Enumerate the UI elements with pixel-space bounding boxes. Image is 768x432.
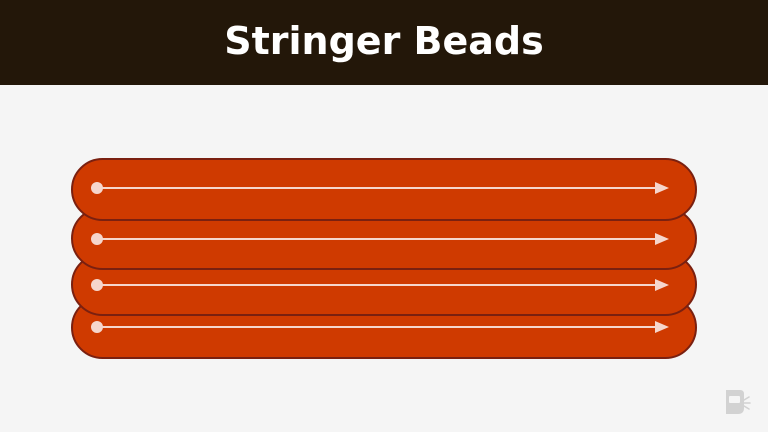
bead-2-arrowhead: [655, 233, 669, 245]
bead-1-body: [71, 158, 697, 221]
bead-3-direction-arrow: [91, 279, 669, 291]
page-title: Stringer Beads: [224, 18, 544, 63]
bead-4-arrowhead: [655, 321, 669, 333]
bead-1: [71, 158, 697, 221]
bead-2-direction-arrow: [91, 233, 669, 245]
bead-4-direction-arrow: [91, 321, 669, 333]
bead-3-arrowhead: [655, 279, 669, 291]
welding-helmet-icon: [726, 390, 751, 414]
title-bar: Stringer Beads: [0, 0, 768, 85]
bead-1-direction-arrow: [91, 182, 669, 194]
bead-1-arrowhead: [655, 182, 669, 194]
